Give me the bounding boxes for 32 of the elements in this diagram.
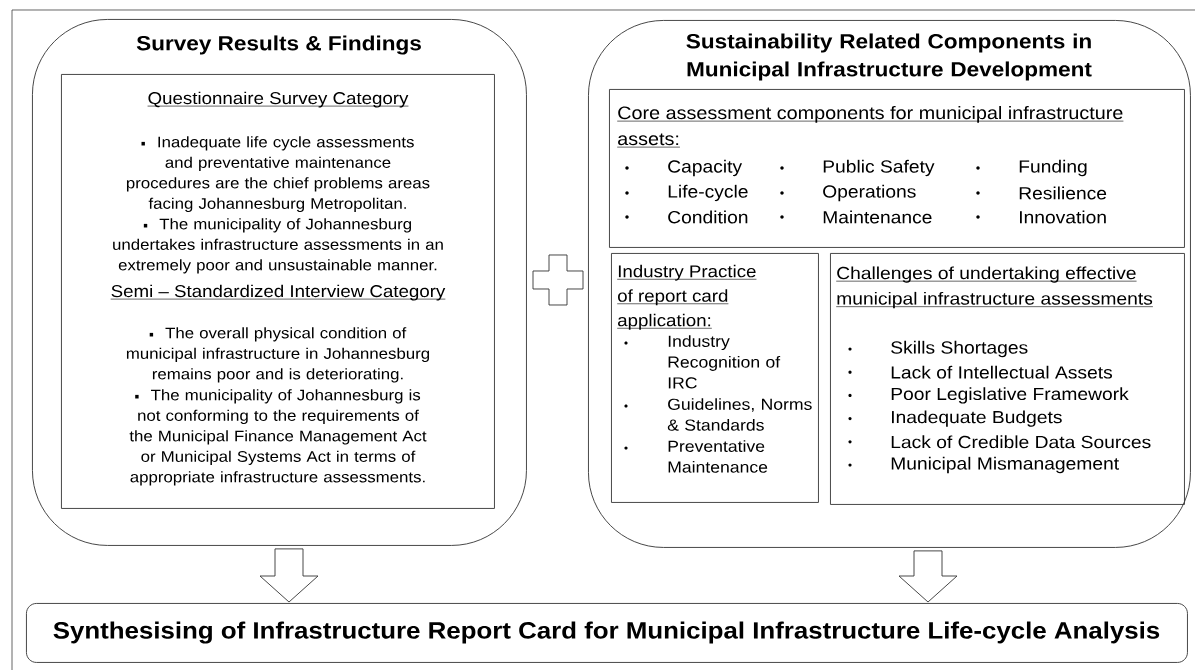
bullet-item: The municipality of Johannesburg undertakes infrastructure assessments in an extremely poor and unsustainable manner. — [113, 218, 443, 274]
result-box: Synthesising of Infrastructure Report Card for Municipal Infrastructure Life-cycle Analysis — [26, 603, 1188, 663]
list-item: Innovation — [1020, 210, 1106, 224]
section-heading: Challenges of undertaking effective municipal infrastructure assessments — [835, 266, 1154, 309]
block-arrow — [259, 548, 319, 603]
list-item: Skills Shortages — [891, 340, 1028, 358]
list-item: Guidelines, Norms & Standards — [667, 398, 812, 431]
list-item: Preventative Maintenance — [668, 440, 768, 473]
list-item: Funding — [1019, 159, 1087, 177]
list-item: Inadequate Budgets — [892, 410, 1062, 427]
block-arrow — [898, 550, 958, 603]
bullet-item: Inadequate life cycle assessments and preventative maintenance procedures are the chief problems areas facing Johannesburg Metropolitan. — [126, 136, 430, 212]
list-item: Lack of Credible Data Sources — [891, 435, 1151, 449]
panel-heading: Survey Results & Findings — [136, 35, 421, 55]
list-item: Poor Legislative Framework — [891, 387, 1129, 404]
list-item: Resilience — [1019, 186, 1107, 200]
list-item: Public Safety — [823, 159, 935, 177]
list-item: Capacity — [668, 159, 743, 177]
section-heading: Industry Practice of report card application: — [616, 264, 757, 330]
bullet-item: The overall physical condition of municipal infrastructure in Johannesburg remains poor and is deteriorating. — [126, 327, 430, 383]
list-item: Maintenance — [823, 210, 932, 224]
list-item: Life-cycle — [668, 184, 748, 202]
section-heading: Questionnaire Survey Category — [147, 91, 409, 108]
section-heading: Semi – Standardized Interview Category — [110, 284, 446, 301]
list-item: Municipal Mismanagement — [891, 456, 1119, 474]
list-item: Condition — [668, 210, 748, 224]
panel-heading: Sustainability Related Components in Municipal Infrastructure Development — [686, 33, 1092, 81]
list-item: Lack of Intellectual Assets — [891, 365, 1113, 379]
list-item: Operations — [823, 184, 916, 202]
bullet-item: The municipality of Johannesburg is not conforming to the requirements of the Municipal Finance Management Act or Municipal Systems Act in terms of appropriate infrastructure assessments. — [129, 389, 427, 486]
list-item: Industry Recognition of IRC — [668, 335, 781, 389]
section-heading: Core assessment components for municipal infrastructure assets: — [616, 105, 1124, 148]
